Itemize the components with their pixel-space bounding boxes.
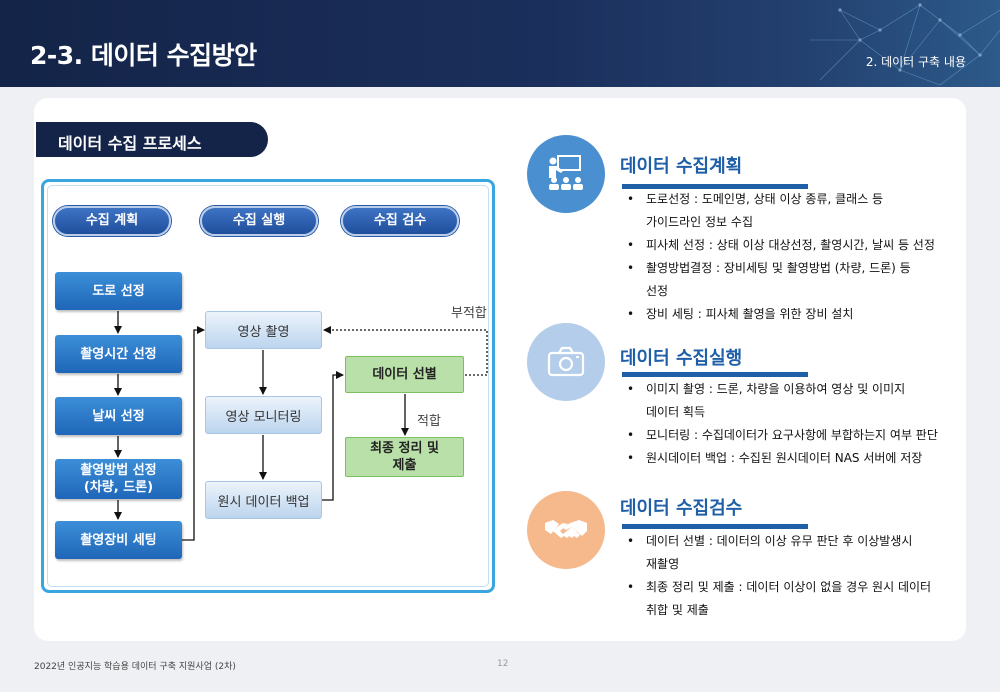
step-video-shooting: 영상 촬영 xyxy=(205,311,322,349)
list-item: 도로선정 : 도메인명, 상태 이상 종류, 클래스 등 가이드라인 정보 수집 xyxy=(625,188,965,234)
presentation-icon xyxy=(527,135,605,213)
list-item: 모니터링 : 수집데이터가 요구사항에 부합하는지 여부 판단 xyxy=(625,424,965,447)
list-item: 원시데이터 백업 : 수집된 원시데이터 NAS 서버에 저장 xyxy=(625,447,965,470)
section-title-review: 데이터 수집검수 xyxy=(620,498,743,519)
process-heading: 데이터 수집 프로세스 xyxy=(36,122,268,157)
handshake-icon xyxy=(527,491,605,569)
list-item: 촬영방법결정 : 장비세팅 및 촬영방법 (차량, 드론) 등 선정 xyxy=(625,257,965,303)
list-item: 피사체 선정 : 상태 이상 대상선정, 촬영시간, 날씨 등 선정 xyxy=(625,234,965,257)
section-underline-execute xyxy=(622,372,808,377)
step-equipment-setup: 촬영장비 세팅 xyxy=(55,521,182,559)
footer-project: 2022년 인공지능 학습용 데이터 구축 지원사업 (2차) xyxy=(34,662,236,672)
step-final-submit: 최종 정리 및 제출 xyxy=(345,437,464,477)
step-raw-backup: 원시 데이터 백업 xyxy=(205,481,322,519)
step-video-monitoring: 영상 모니터링 xyxy=(205,396,322,434)
camera-icon xyxy=(527,323,605,401)
list-item: 데이터 선별 : 데이터의 이상 유무 판단 후 이상발생시 재촬영 xyxy=(625,530,965,576)
step-method-selection: 촬영방법 선정 (차량, 드론) xyxy=(55,459,182,499)
page-title: 2-3. 데이터 수집방안 xyxy=(30,41,257,70)
phase-plan: 수집 계획 xyxy=(53,206,171,236)
list-item: 이미지 촬영 : 드론, 차량을 이용하여 영상 및 이미지 데이터 획득 xyxy=(625,378,965,424)
bullet-list-review: 데이터 선별 : 데이터의 이상 유무 판단 후 이상발생시 재촬영 최종 정리… xyxy=(625,530,965,622)
step-time-selection: 촬영시간 선정 xyxy=(55,335,182,373)
step-weather-selection: 날씨 선정 xyxy=(55,397,182,435)
bullet-list-execute: 이미지 촬영 : 드론, 차량을 이용하여 영상 및 이미지 데이터 획득 모니… xyxy=(625,378,965,470)
bullet-list-plan: 도로선정 : 도메인명, 상태 이상 종류, 클래스 등 가이드라인 정보 수집… xyxy=(625,188,965,326)
header-bar: 2-3. 데이터 수집방안 2. 데이터 구축 내용 xyxy=(0,0,1000,87)
section-title-execute: 데이터 수집실행 xyxy=(620,348,743,369)
label-fail: 부적합 xyxy=(451,306,487,321)
list-item: 최종 정리 및 제출 : 데이터 이상이 없을 경우 원시 데이터 취합 및 제… xyxy=(625,576,965,622)
phase-execute: 수집 실행 xyxy=(200,206,318,236)
label-pass: 적합 xyxy=(417,414,441,429)
list-item: 장비 세팅 : 피사체 촬영을 위한 장비 설치 xyxy=(625,303,965,326)
phase-review: 수집 검수 xyxy=(341,206,459,236)
section-title-plan: 데이터 수집계획 xyxy=(620,156,743,177)
section-underline-plan xyxy=(622,184,808,189)
page-number: 12 xyxy=(497,659,509,669)
step-data-selection: 데이터 선별 xyxy=(345,356,464,393)
section-underline-review xyxy=(622,524,808,529)
network-graphic xyxy=(810,3,1000,86)
step-road-selection: 도로 선정 xyxy=(55,272,182,310)
section-label: 2. 데이터 구축 내용 xyxy=(865,55,966,69)
